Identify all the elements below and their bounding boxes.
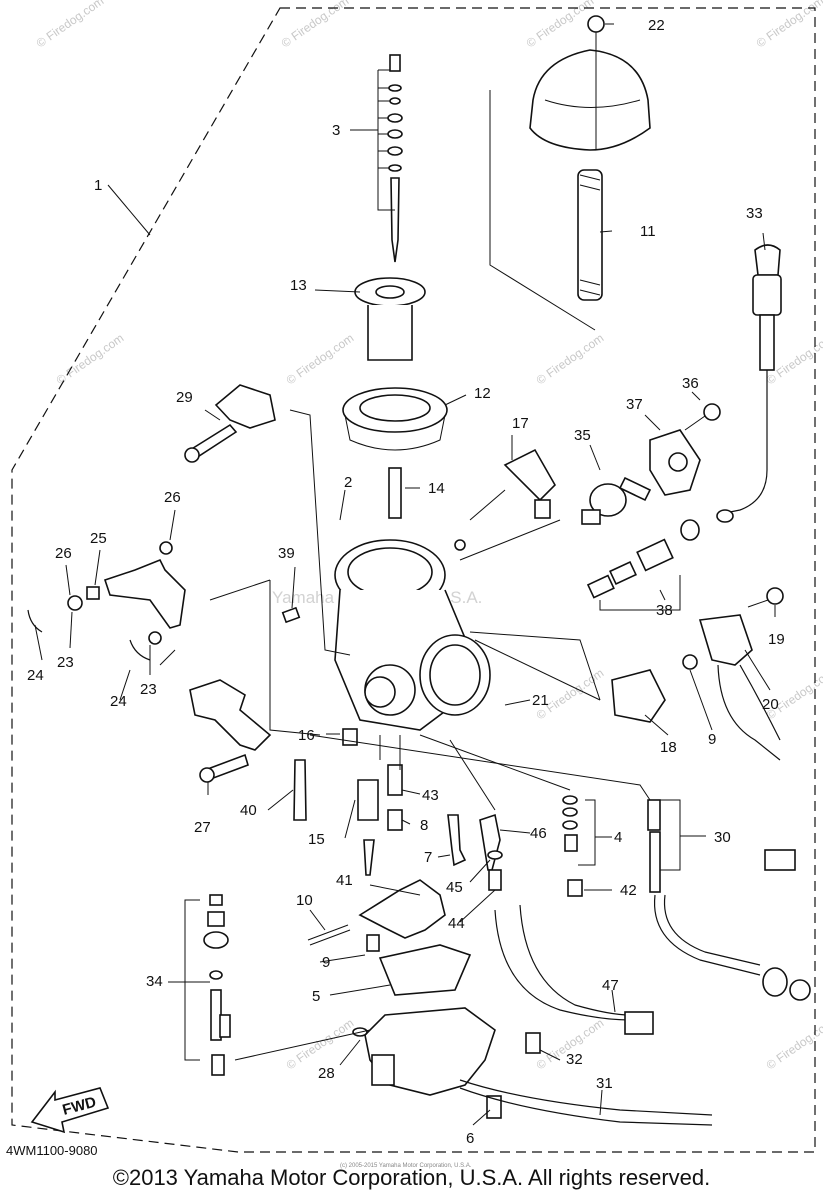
top-cover-part: [529, 15, 651, 151]
watermark: © Firedog.com: [764, 1016, 823, 1073]
part-35-group: [581, 476, 652, 525]
screw-39-part: [281, 606, 301, 624]
callout-38: 38: [656, 602, 673, 619]
tiny-copyright: (c) 2005-2015 Yamaha Motor Corporation, …: [340, 1163, 472, 1169]
assembly-boundary: [11, 7, 816, 1153]
part-37-group: [649, 403, 721, 496]
callout-26b: 26: [164, 489, 181, 506]
callout-39: 39: [278, 545, 295, 562]
callout-4: 4: [614, 829, 622, 846]
callout-23b: 23: [140, 681, 157, 698]
callout-36: 36: [682, 375, 699, 392]
pilot-screw-part: [586, 538, 681, 611]
callout-13: 13: [290, 277, 307, 294]
callout-8: 8: [420, 817, 428, 834]
callout-20: 20: [762, 696, 779, 713]
watermark: © Firedog.com: [54, 331, 127, 388]
callout-11: 11: [640, 223, 656, 240]
callout-12: 12: [474, 385, 491, 402]
diaphragm-part: [342, 387, 448, 451]
piston-valve-part: [354, 277, 426, 361]
callout-7: 7: [424, 849, 432, 866]
choke-part: [469, 448, 556, 521]
callout-46: 46: [530, 825, 547, 842]
float-group: [307, 879, 472, 996]
callout-40: 40: [240, 802, 257, 819]
callout-15: 15: [308, 831, 325, 848]
needle-kit-part: [387, 54, 403, 263]
callout-41: 41: [336, 872, 353, 889]
callout-19: 19: [768, 631, 785, 648]
float-bowl-part: [352, 1007, 541, 1119]
callout-43: 43: [422, 787, 439, 804]
callout-35: 35: [574, 427, 591, 444]
leader-lines: [34, 23, 776, 1126]
callout-21: 21: [532, 692, 549, 709]
callout-28: 28: [318, 1065, 335, 1082]
callout-26a: 26: [55, 545, 72, 562]
carburetor-body-part: [334, 539, 491, 731]
throttle-cable-part: [680, 244, 782, 541]
callout-32: 32: [566, 1051, 583, 1068]
drain-screw-group: [184, 894, 231, 1076]
callout-44: 44: [448, 915, 465, 932]
callout-25: 25: [90, 530, 107, 547]
callout-34: 34: [146, 973, 163, 990]
callout-22: 22: [648, 17, 665, 34]
callout-16: 16: [298, 727, 315, 744]
throttle-sensor-group: [611, 587, 796, 871]
callout-18: 18: [660, 739, 677, 756]
callout-37: 37: [626, 396, 643, 413]
callout-9a: 9: [708, 731, 716, 748]
callout-30: 30: [714, 829, 731, 846]
hose-group: [459, 894, 811, 1126]
callout-42: 42: [620, 882, 637, 899]
callout-33: 33: [746, 205, 763, 222]
spring-part: [577, 169, 603, 301]
callout-29: 29: [176, 389, 193, 406]
callout-47: 47: [602, 977, 619, 994]
callout-27: 27: [194, 819, 211, 836]
callout-10: 10: [296, 892, 313, 909]
callout-6: 6: [466, 1130, 474, 1147]
watermark: © Firedog.com: [764, 666, 823, 723]
callout-14: 14: [428, 480, 445, 497]
callout-31: 31: [596, 1075, 613, 1092]
callout-17: 17: [512, 415, 529, 432]
callout-9b: 9: [322, 954, 330, 971]
throttle-lever-part: [189, 679, 272, 783]
carburetor-exploded-diagram: © Firedog.com © Firedog.com © Firedog.co…: [11, 0, 823, 1153]
callout-labels: 1 2 3 4 5 6 7 8 9 9 10 11 12 13 14 15 16…: [27, 17, 785, 1147]
left-bracket-group: [27, 541, 186, 661]
callout-1: 1: [94, 177, 102, 194]
callout-24a: 24: [27, 667, 44, 684]
callout-23a: 23: [57, 654, 74, 671]
copyright-notice: ©2013 Yamaha Motor Corporation, U.S.A. A…: [112, 1165, 711, 1190]
watermark: © Firedog.com: [284, 331, 357, 388]
callout-2: 2: [344, 474, 352, 491]
watermark: © Firedog.com: [34, 0, 107, 50]
callout-5: 5: [312, 988, 320, 1005]
callout-24b: 24: [110, 693, 127, 710]
lower-jets-group: [293, 728, 681, 897]
fwd-arrow-icon: FWD: [30, 1087, 110, 1134]
bracket-29-part: [184, 384, 276, 463]
callout-3: 3: [332, 122, 340, 139]
watermark: © Firedog.com: [284, 1016, 357, 1073]
needle-jet-part: [388, 467, 402, 519]
callout-45: 45: [446, 879, 463, 896]
watermark: © Firedog.com: [534, 331, 607, 388]
model-code: 4WM1100-9080: [6, 1143, 98, 1158]
